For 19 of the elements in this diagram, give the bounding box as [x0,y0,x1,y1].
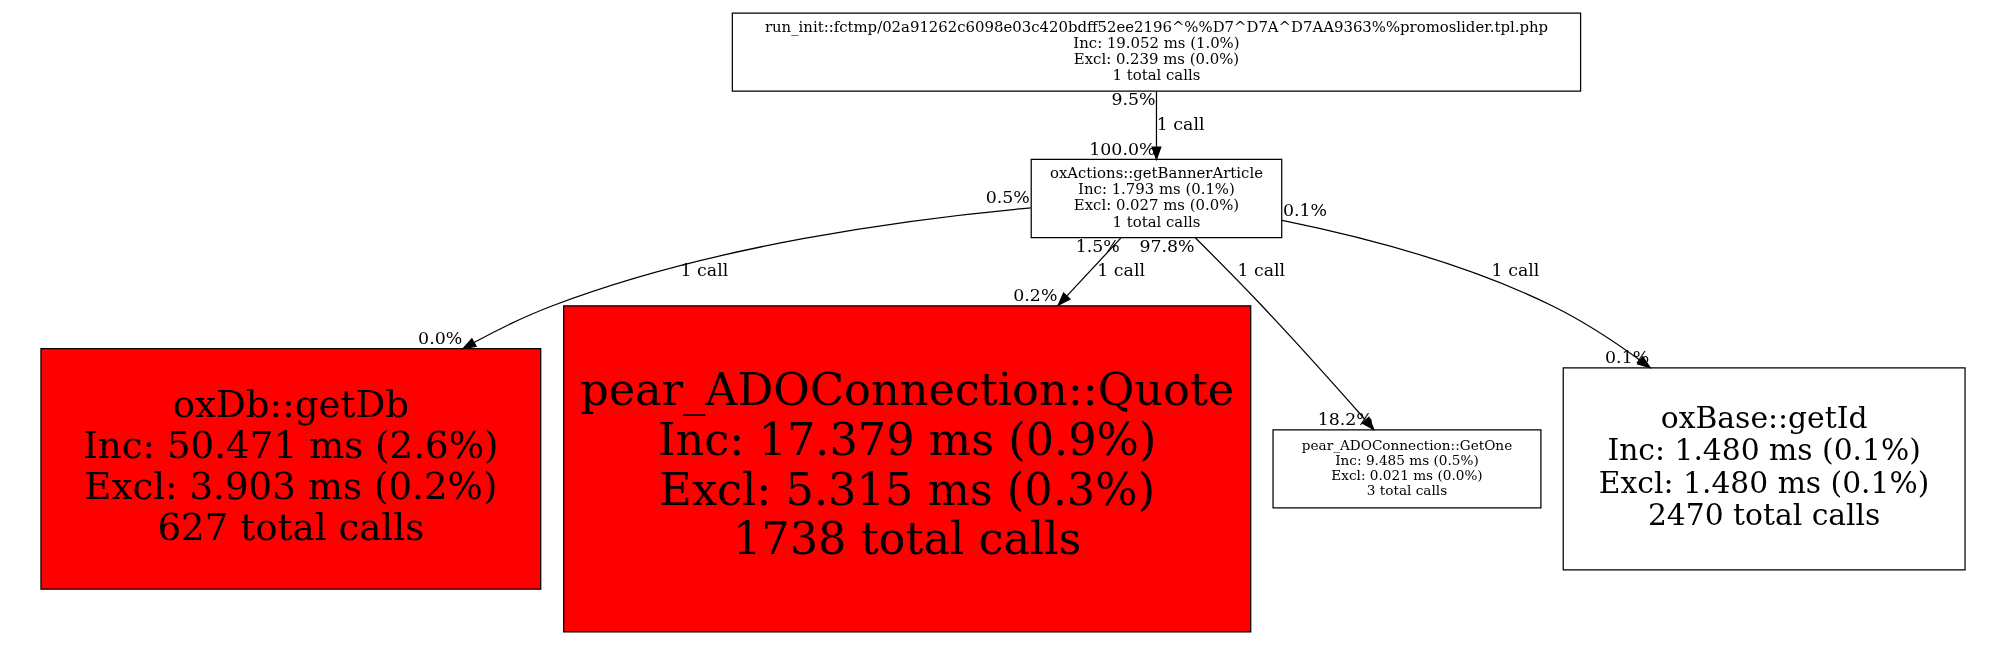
node-box: run_init::fctmp/02a91262c6098e03c420bdff52ee2196^%%D7^D7A^D7AA9363%%promoslider.tpl.php Inc: 19.052 ms (1.0%) Excl: 0.239 ms (0.0%) 1 total calls [731,12,1581,92]
arrow [460,207,1031,350]
node-box: pear_ADOConnection::GetOne Inc: 9.485 ms (0.5%) Excl: 0.021 ms (0.0%) 3 total calls [1271,429,1542,509]
node-label: 0.5% [985,187,1030,208]
node-box: oxActions::getBannerArticle Inc: 1.793 ms (0.1%) Excl: 0.027 ms (0.0%) 1 total calls [1030,158,1282,239]
node-box: oxDb::getDb Inc: 50.471 ms (2.6%) Excl: 3.903 ms (0.2%) 627 total calls [39,347,541,590]
node-label: 0.1% [1282,199,1327,220]
edge-label: 1 call [1096,260,1145,281]
node-box: oxBase::getId Inc: 1.480 ms (0.1%) Excl: 1.480 ms (0.1%) 2470 total calls [1562,367,1966,571]
node-label: 0.2% [1012,284,1057,305]
node-label: 100.0% [1088,138,1155,159]
node-label: 9.5% [1110,89,1156,110]
arrow [1150,90,1162,162]
node-box: pear_ADOConnection::Quote Inc: 17.379 ms (0.9%) Excl: 5.315 ms (0.3%) 1738 total calls [562,305,1251,633]
node-label: 0.0% [417,327,462,348]
edge-label: 1 call [1236,260,1285,281]
edge-label: 1 call [1491,260,1539,281]
edge-label: 1 call [1156,113,1205,134]
edge-label: 1 call [680,260,728,281]
